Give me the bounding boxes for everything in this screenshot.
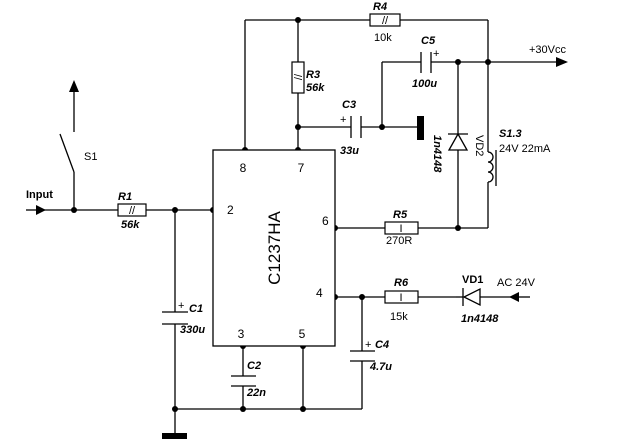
r5-value: 270R: [386, 235, 412, 247]
vcc-arrow: [556, 57, 568, 67]
resistor-r1: // R1 56k: [117, 191, 147, 231]
capacitor-c1: + C1 330u: [162, 300, 205, 336]
ground-symbol-c3: [417, 116, 424, 140]
relay-spec: 24V 22mA: [499, 143, 551, 155]
r6-value: 15k: [390, 311, 408, 323]
svg-text://: //: [129, 205, 136, 217]
input-label: Input: [26, 189, 53, 201]
svg-text://: //: [293, 73, 305, 80]
diode-vd1: VD1 1n4148: [456, 274, 499, 325]
ac-arrow: [509, 292, 530, 302]
c3-name: C3: [342, 99, 356, 111]
r4-value: 10k: [374, 32, 392, 44]
r1-value: 56k: [121, 219, 140, 231]
resistor-r4: // R4 10k: [369, 1, 401, 44]
r1-name: R1: [118, 191, 132, 203]
pin-5: 5: [299, 327, 306, 341]
pin-4: 4: [316, 286, 323, 300]
vd1-name: VD1: [462, 274, 483, 286]
c1-value: 330u: [180, 324, 205, 336]
ic-label: C1237HA: [265, 210, 284, 284]
pin-6: 6: [322, 214, 329, 228]
c5-name: C5: [421, 35, 436, 47]
resistor-r3: // R3 56k: [291, 61, 325, 94]
pin-8: 8: [240, 161, 247, 175]
c4-name: C4: [375, 339, 389, 351]
r3-value: 56k: [306, 82, 325, 94]
vcc-label: +30Vcc: [529, 44, 566, 56]
r3-name: R3: [306, 69, 320, 81]
pin-7: 7: [298, 161, 305, 175]
input-arrow: [26, 205, 46, 215]
c1-name: C1: [189, 303, 203, 315]
svg-text:I: I: [399, 292, 402, 304]
c2-name: C2: [247, 360, 261, 372]
capacitor-c4: + C4 4.7u: [350, 339, 392, 373]
ground-symbol: [162, 433, 187, 439]
r4-name: R4: [373, 1, 387, 13]
capacitor-c3: + C3 33u: [340, 99, 362, 157]
svg-text:+: +: [340, 114, 346, 126]
c3-value: 33u: [340, 145, 359, 157]
r5-name: R5: [393, 209, 408, 221]
c4-value: 4.7u: [369, 361, 392, 373]
c5-value: 100u: [412, 78, 437, 90]
vd1-value: 1n4148: [461, 313, 499, 325]
pin-2: 2: [227, 203, 234, 217]
relay-coil: S1.3 24V 22mA: [487, 128, 551, 186]
svg-text:+: +: [178, 300, 184, 312]
relay-name: S1.3: [499, 128, 522, 140]
vd2-name: VD2: [473, 135, 485, 156]
svg-text:+: +: [433, 48, 439, 60]
vd2-value: 1n4148: [431, 135, 443, 173]
diode-vd2: VD2 1n4148: [431, 132, 485, 173]
wires: [42, 19, 566, 433]
ac-label: AC 24V: [497, 277, 536, 289]
ic-chip: C1237HA 8 7 2 6 4 3 5: [212, 149, 336, 347]
capacitor-c2: C2 22n: [231, 360, 266, 399]
capacitor-c5: + C5 100u: [412, 35, 439, 90]
svg-text:I: I: [399, 223, 402, 235]
c2-value: 22n: [246, 387, 266, 399]
switch-label: S1: [84, 151, 97, 163]
resistor-r5: I R5 270R: [384, 209, 419, 247]
pin-3: 3: [238, 327, 245, 341]
r6-name: R6: [394, 277, 409, 289]
resistor-r6: I R6 15k: [384, 277, 419, 323]
svg-text://: //: [382, 15, 389, 27]
svg-text:+: +: [365, 339, 371, 351]
switch-up-arrow: [69, 80, 79, 92]
